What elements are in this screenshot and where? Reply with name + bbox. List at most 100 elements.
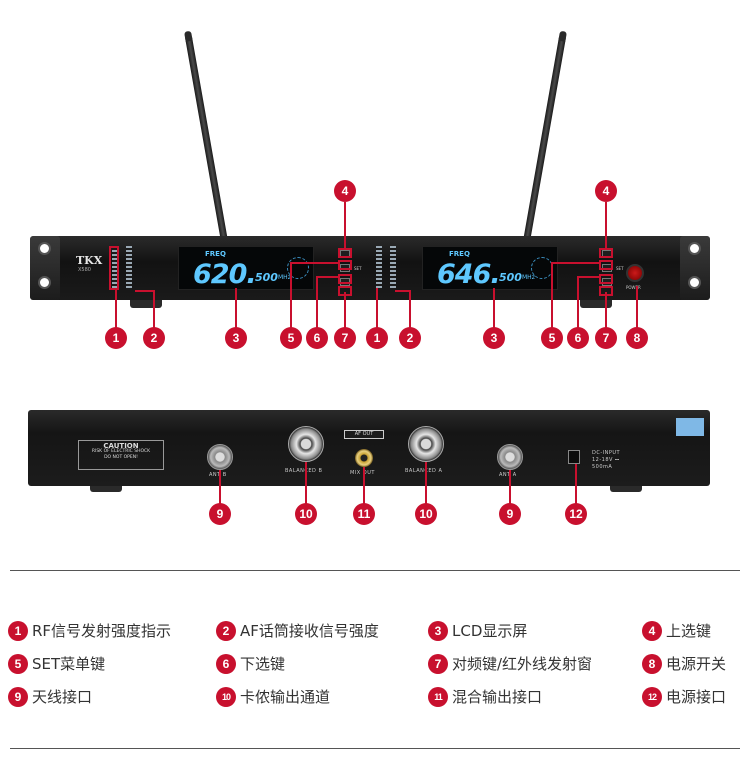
legend-item-3: 3 LCD显示屏 [428,620,527,641]
legend-item-7: 7 对频键/红外线发射窗 [428,653,592,674]
af-meter-right [390,246,396,290]
brand-logo: TKX [76,254,103,267]
af-out-label: AF OUT [344,430,384,439]
legend-number: 4 [642,620,662,641]
legend-item-8: 8 电源开关 [642,653,726,674]
power-switch[interactable] [626,264,644,282]
legend-item-12: 12 电源接口 [642,686,726,707]
marker-9-left: 9 [209,503,231,525]
legend-item-9: 9 天线接口 [8,686,92,707]
scan-icon [531,257,553,279]
legend-divider-top [10,570,740,571]
mix-out-jack[interactable] [355,449,373,467]
freq-unit: MHz [278,274,291,281]
xlr-output-b[interactable] [288,426,324,462]
ant-a-label: ANT A [499,472,517,478]
marker-12: 12 [565,503,587,525]
marker-7-right: 7 [595,327,617,349]
receiver-back-panel [28,410,710,486]
xlr-output-a[interactable] [408,426,444,462]
legend-item-11: 11 混合输出接口 [428,686,542,707]
freq-main-value: 620. [193,259,257,290]
marker-3-right: 3 [483,327,505,349]
legend-text: 电源接口 [666,688,727,706]
power-label: POWER [626,285,641,290]
legend-number: 7 [428,653,448,674]
antenna-port-a[interactable] [497,444,523,470]
caution-line2: DO NOT OPEN! [104,455,138,460]
legend-item-2: 2 AF话筒接收信号强度 [216,620,379,641]
rack-ear-left [30,236,60,300]
back-foot-left [90,484,122,492]
freq-label: FREQ [205,250,226,258]
legend-text: SET菜单键 [32,655,106,673]
legend-number: 5 [8,653,28,674]
dc-spec-line2: 500mA [592,464,613,470]
marker-5-left: 5 [280,327,302,349]
caution-line1: RISK OF ELECTRIC SHOCK [91,449,151,454]
marker-9-right: 9 [499,503,521,525]
legend-text: 对频键/红外线发射窗 [452,655,593,673]
legend-text: RF信号发射强度指示 [32,622,172,640]
back-foot-right [610,484,642,492]
dc-spec-line1: 12-18V ⎓ [592,457,620,463]
legend-item-1: 1 RF信号发射强度指示 [8,620,171,641]
receiver-front-panel: TKX X580 FREQ 620. 500 MHz SET FREQ 646.… [30,236,710,300]
antenna-port-b[interactable] [207,444,233,470]
left-antenna [184,30,229,248]
af-meter-left [126,246,132,290]
marker-1-right: 1 [366,327,388,349]
legend-item-5: 5 SET菜单键 [8,653,105,674]
legend-text: 电源开关 [666,655,727,673]
marker-11: 11 [353,503,375,525]
legend-text: AF话筒接收信号强度 [240,622,379,640]
lcd-display-left: FREQ 620. 500 MHz [178,246,314,290]
legend-number: 9 [8,686,28,707]
marker-10-left: 10 [295,503,317,525]
model-label: X580 [78,267,91,273]
marker-5-right: 5 [541,327,563,349]
mix-out-label: MIX OUT [350,470,375,476]
serial-sticker [676,418,704,436]
marker-8: 8 [626,327,648,349]
legend-text: 卡侬输出通道 [240,688,331,706]
marker-3-left: 3 [225,327,247,349]
set-label-right: SET [616,266,624,271]
legend-text: 混合输出接口 [452,688,543,706]
front-foot-right [580,300,612,308]
dc-input-label: DC-INPUT [592,450,621,456]
marker-1-left: 1 [105,327,127,349]
legend-item-10: 10 卡侬输出通道 [216,686,330,707]
front-foot-left [130,300,162,308]
marker-6-right: 6 [567,327,589,349]
legend-divider-bottom [10,748,740,749]
legend-number: 3 [428,620,448,641]
set-label-left: SET [354,266,362,271]
caution-title: CAUTION [103,442,139,450]
legend-item-4: 4 上选键 [642,620,711,641]
legend-number: 6 [216,653,236,674]
legend-text: 天线接口 [32,688,93,706]
legend-text: 上选键 [666,622,712,640]
freq-unit: MHz [522,274,535,281]
legend-text: 下选键 [240,655,286,673]
dc-input-jack[interactable] [568,450,580,464]
balanced-a-label: BALANCED A [405,468,443,474]
ant-b-label: ANT B [209,472,227,478]
legend-item-6: 6 下选键 [216,653,285,674]
freq-sub-value: 500 [255,271,278,284]
caution-label: CAUTION RISK OF ELECTRIC SHOCK DO NOT OP… [78,440,164,470]
legend-number: 8 [642,653,662,674]
legend-number: 1 [8,620,28,641]
right-antenna [522,30,567,248]
freq-label: FREQ [449,250,470,258]
legend-number: 2 [216,620,236,641]
marker-4-right: 4 [595,180,617,202]
marker-7-left: 7 [334,327,356,349]
freq-main-value: 646. [437,259,501,290]
marker-6-left: 6 [306,327,328,349]
marker-10-right: 10 [415,503,437,525]
legend-text: LCD显示屏 [452,622,528,640]
marker-4-left: 4 [334,180,356,202]
legend-number: 11 [428,686,448,707]
